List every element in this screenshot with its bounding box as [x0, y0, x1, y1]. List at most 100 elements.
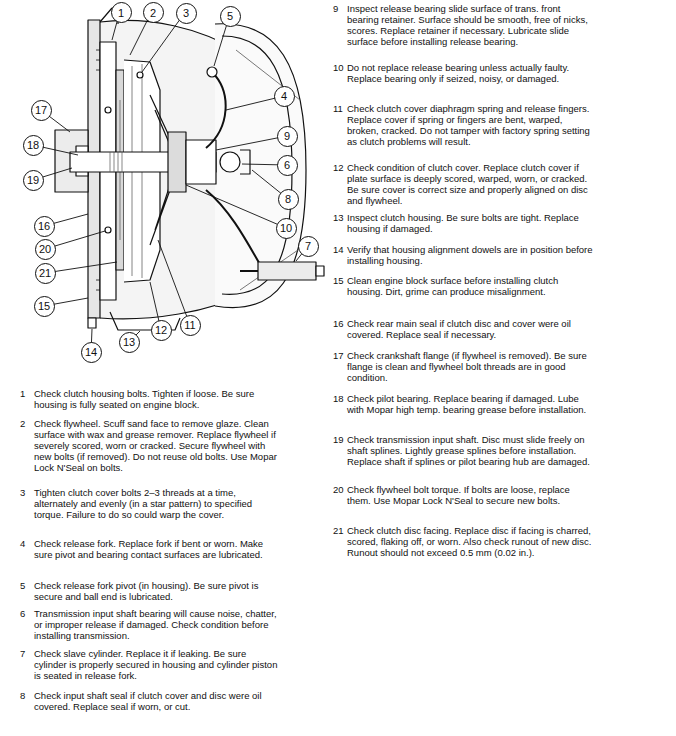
callout-circle: 8 — [278, 189, 299, 210]
note-number: 4 — [20, 538, 25, 549]
callout-number: 10 — [280, 222, 292, 234]
note-text: Check transmission input shaft. Disc mus… — [347, 434, 593, 467]
slave-rod — [240, 270, 258, 272]
leader-line — [158, 240, 190, 325]
callout-circle: 6 — [277, 155, 298, 176]
callout-number: 11 — [184, 319, 195, 331]
shaft-bearing — [220, 152, 240, 172]
callout-circle: 17 — [31, 100, 52, 121]
callout-circle: 5 — [220, 6, 241, 27]
callout-circle: 9 — [277, 126, 298, 147]
callout-number: 20 — [39, 243, 51, 255]
note-number: 9 — [333, 3, 338, 14]
fork-pivot — [207, 67, 217, 77]
note-text: Do not replace release bearing unless ac… — [347, 62, 593, 84]
callout-number: 18 — [27, 139, 39, 151]
callout-circle: 14 — [81, 342, 102, 363]
note-number: 3 — [20, 487, 25, 498]
note-text: Check clutch disc facing. Replace disc i… — [347, 525, 593, 558]
leader-line — [45, 262, 117, 273]
note-number: 2 — [20, 418, 25, 429]
note-text: Check rear main seal if clutch disc and … — [347, 318, 593, 340]
housing-rib — [236, 50, 300, 290]
flywheel-bolt — [105, 227, 111, 233]
shaft-splines — [110, 152, 122, 172]
callout-number: 21 — [39, 267, 51, 279]
callout-circle: 7 — [298, 236, 319, 257]
callout-circle: 20 — [35, 239, 56, 260]
callout-number: 12 — [155, 324, 167, 336]
callout-number: 19 — [27, 174, 39, 186]
callout-number: 8 — [285, 193, 291, 205]
note-text: Check release fork. Replace fork if bent… — [34, 538, 280, 560]
note-text: Tighten clutch cover bolts 2–3 threads a… — [34, 487, 280, 520]
note-text: Check slave cylinder. Replace it if leak… — [34, 648, 280, 681]
note-number: 19 — [333, 434, 344, 445]
note-number: 12 — [333, 162, 344, 173]
callout-circle: 4 — [274, 86, 295, 107]
note-number: 7 — [20, 648, 25, 659]
callout-number: 5 — [227, 10, 233, 22]
note-text: Check pilot bearing. Replace bearing if … — [347, 393, 593, 415]
note-text: Check clutch cover diaphragm spring and … — [347, 103, 593, 147]
callout-number: 2 — [150, 7, 156, 19]
callout-number: 14 — [85, 346, 97, 358]
callout-number: 4 — [281, 90, 287, 102]
note-number: 8 — [20, 690, 25, 701]
note-number: 11 — [333, 103, 343, 114]
note-text: Verify that housing alignment dowels are… — [347, 244, 593, 266]
note-text: Check flywheel bolt torque. If bolts are… — [347, 484, 593, 506]
release-bearing — [168, 132, 186, 192]
callout-circle: 12 — [151, 320, 172, 341]
note-text: Clean engine block surface before instal… — [347, 275, 593, 297]
flywheel-bolt — [105, 107, 111, 113]
callout-number: 16 — [38, 220, 50, 232]
callout-number: 13 — [123, 336, 135, 348]
callout-circle: 1 — [111, 2, 132, 23]
callout-circle: 19 — [23, 170, 44, 191]
slave-fitting — [316, 266, 324, 276]
note-number: 10 — [333, 62, 344, 73]
note-number: 14 — [333, 244, 344, 255]
note-text: Check crankshaft flange (if flywheel is … — [347, 350, 593, 383]
callout-circle: 13 — [119, 332, 140, 353]
alignment-dowel — [88, 318, 96, 328]
callout-circle: 10 — [276, 218, 297, 239]
note-number: 20 — [333, 484, 344, 495]
callout-circle: 18 — [23, 135, 44, 156]
callout-number: 7 — [305, 240, 311, 252]
note-number: 16 — [333, 318, 344, 329]
slave-cylinder — [258, 262, 316, 280]
callout-circle: 11 — [180, 315, 201, 336]
bearing-retainer — [186, 140, 216, 184]
input-shaft-seal — [240, 150, 250, 174]
note-number: 13 — [333, 212, 344, 223]
callout-number: 1 — [118, 7, 124, 19]
note-text: Check input shaft seal if clutch cover a… — [34, 690, 280, 712]
release-fork — [206, 72, 262, 268]
note-text: Inspect clutch housing. Be sure bolts ar… — [347, 212, 593, 234]
cover-bolt — [137, 72, 143, 78]
callout-number: 15 — [38, 300, 50, 312]
callout-circle: 21 — [35, 263, 56, 284]
note-number: 21 — [333, 525, 344, 536]
note-number: 5 — [20, 580, 25, 591]
callout-circle: 3 — [176, 3, 197, 24]
note-text: Inspect release bearing slide surface of… — [347, 3, 593, 47]
leader-line — [186, 185, 286, 228]
callout-number: 3 — [183, 7, 189, 19]
note-number: 18 — [333, 393, 344, 404]
note-number: 1 — [20, 388, 25, 399]
note-number: 15 — [333, 275, 344, 286]
note-number: 6 — [20, 608, 25, 619]
leader-lines — [33, 7, 308, 354]
note-text: Transmission input shaft bearing will ca… — [34, 608, 280, 641]
callout-number: 17 — [35, 104, 47, 116]
note-text: Check release fork pivot (in housing). B… — [34, 580, 280, 602]
callout-number: 6 — [284, 159, 290, 171]
callout-circle: 16 — [34, 216, 55, 237]
callout-circle: 2 — [143, 2, 164, 23]
note-text: Check condition of clutch cover. Replace… — [347, 162, 593, 206]
note-text: Check flywheel. Scuff sand face to remov… — [34, 418, 280, 473]
